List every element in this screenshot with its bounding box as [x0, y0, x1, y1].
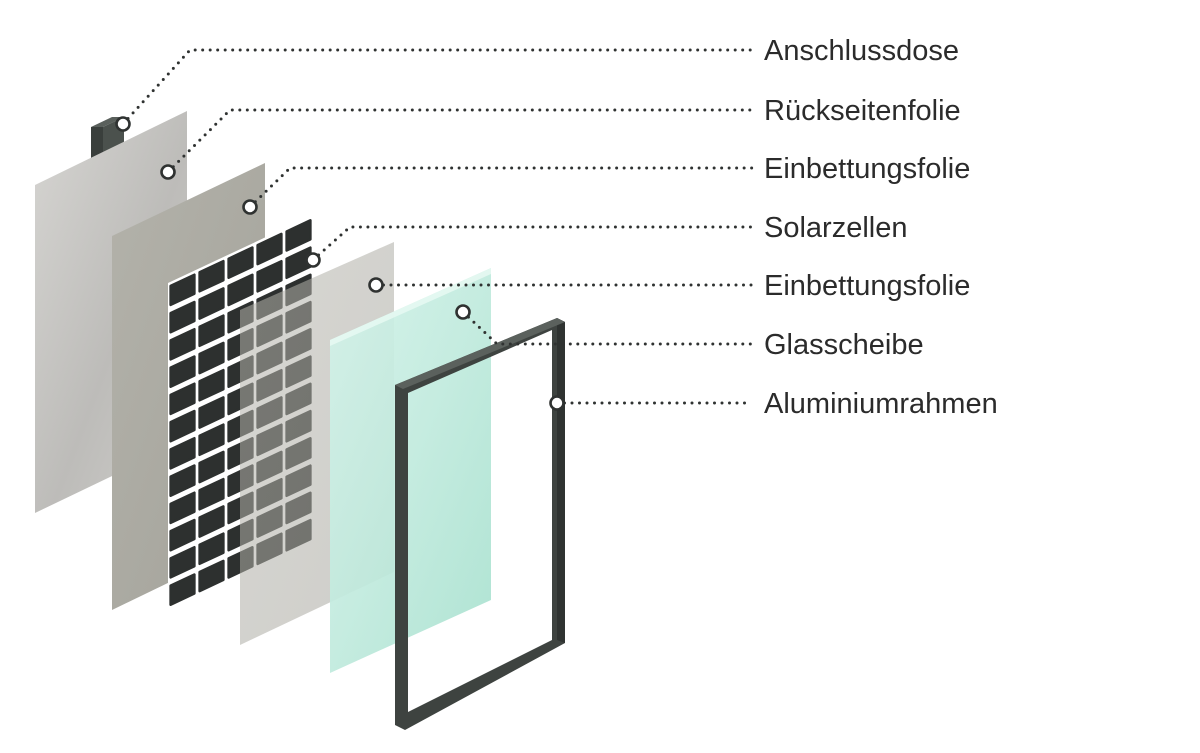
solar-cell — [198, 559, 225, 593]
leader-anchor-einbettungsfolie-1 — [242, 199, 258, 215]
solar-cell — [198, 532, 225, 566]
solar-cell — [169, 273, 196, 307]
solar-cell — [227, 273, 254, 307]
leader-anchor-rueckseitenfolie — [160, 164, 176, 180]
solar-cell — [198, 259, 225, 293]
leader-lines — [115, 48, 754, 411]
solar-cell — [198, 287, 225, 320]
label-rueckseitenfolie: Rückseitenfolie — [764, 95, 961, 127]
solar-cell — [227, 246, 254, 279]
solar-cell — [198, 341, 225, 375]
solar-cell — [169, 573, 196, 606]
leader-anchor-anschlussdose — [115, 116, 131, 132]
leader-anchor-glasscheibe — [455, 304, 471, 320]
solar-cell — [256, 232, 283, 266]
solar-cell — [256, 259, 283, 293]
solar-cell — [169, 327, 196, 361]
leader-line-anschlussdose — [121, 48, 754, 126]
leader-anchor-aluminiumrahmen — [549, 395, 565, 411]
solar-cell — [169, 491, 196, 525]
solar-cell — [169, 518, 196, 552]
solar-cell — [169, 464, 196, 497]
glass-edge — [330, 268, 491, 346]
solar-cell — [169, 409, 196, 443]
solar-cell — [198, 368, 225, 402]
leader-line-glasscheibe — [461, 310, 754, 346]
solar-cell — [198, 477, 225, 511]
solar-cell — [198, 505, 225, 538]
solar-cell — [285, 219, 312, 252]
leader-line-einbettungsfolie-1 — [248, 166, 754, 209]
label-anschlussdose: Anschlussdose — [764, 35, 959, 67]
solar-cell — [169, 545, 196, 579]
leader-line-rueckseitenfolie — [166, 108, 754, 174]
solar-cell — [169, 355, 196, 388]
solar-cell — [169, 382, 196, 416]
label-aluminiumrahmen: Aluminiumrahmen — [764, 388, 998, 420]
label-glasscheibe: Glasscheibe — [764, 329, 924, 361]
leader-anchor-solarzellen — [305, 252, 321, 268]
leader-anchor-einbettungsfolie-2 — [368, 277, 384, 293]
solar-cell — [198, 396, 225, 429]
solar-cell — [169, 436, 196, 470]
solar-cell — [169, 300, 196, 334]
layer-labels: AnschlussdoseRückseitenfolieEinbettungsf… — [764, 35, 998, 420]
solar-cell — [198, 423, 225, 457]
label-einbettungsfolie-1: Einbettungsfolie — [764, 153, 970, 185]
label-einbettungsfolie-2: Einbettungsfolie — [764, 270, 970, 302]
solar-cell — [198, 314, 225, 348]
solar-cell — [198, 450, 225, 484]
label-solarzellen: Solarzellen — [764, 212, 907, 244]
